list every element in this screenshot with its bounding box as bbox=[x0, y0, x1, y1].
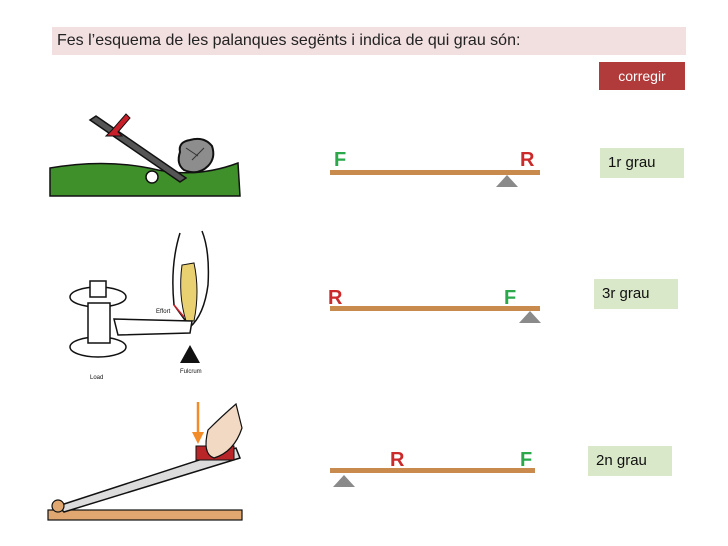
lever-1-left-label: F bbox=[334, 149, 346, 171]
lever-3-left-label: R bbox=[390, 449, 405, 471]
paper-cutter-illustration bbox=[47, 402, 243, 521]
load-label: Load bbox=[90, 375, 103, 381]
lever-2-fulcrum bbox=[519, 311, 541, 323]
lever-3-fulcrum bbox=[333, 475, 355, 487]
crowbar-illustration bbox=[49, 113, 241, 197]
lever-2-right-label: F bbox=[504, 287, 516, 309]
correct-button[interactable]: corregir bbox=[599, 62, 685, 90]
answer-box-2[interactable]: 3r grau bbox=[594, 279, 678, 309]
fulcrum-label: Fulcrum bbox=[180, 369, 202, 375]
instruction-header: Fes l’esquema de les palanques segënts i… bbox=[52, 27, 686, 55]
elbow-lever-illustration: Effort Load Fulcrum bbox=[69, 230, 210, 381]
lever-diagram-3: R F bbox=[330, 449, 535, 487]
lever-2-left-label: R bbox=[328, 287, 343, 309]
lever-2-beam bbox=[330, 306, 540, 311]
lever-3-beam bbox=[330, 468, 535, 473]
answer-box-1[interactable]: 1r grau bbox=[600, 148, 684, 178]
effort-label: Effort bbox=[156, 309, 171, 315]
lever-diagram-1: F R bbox=[330, 149, 540, 187]
lever-1-right-label: R bbox=[520, 149, 535, 171]
lever-1-beam bbox=[330, 170, 540, 175]
lever-diagram-2: R F bbox=[328, 287, 541, 323]
answer-box-3[interactable]: 2n grau bbox=[588, 446, 672, 476]
lever-3-right-label: F bbox=[520, 449, 532, 471]
lever-1-fulcrum bbox=[496, 175, 518, 187]
